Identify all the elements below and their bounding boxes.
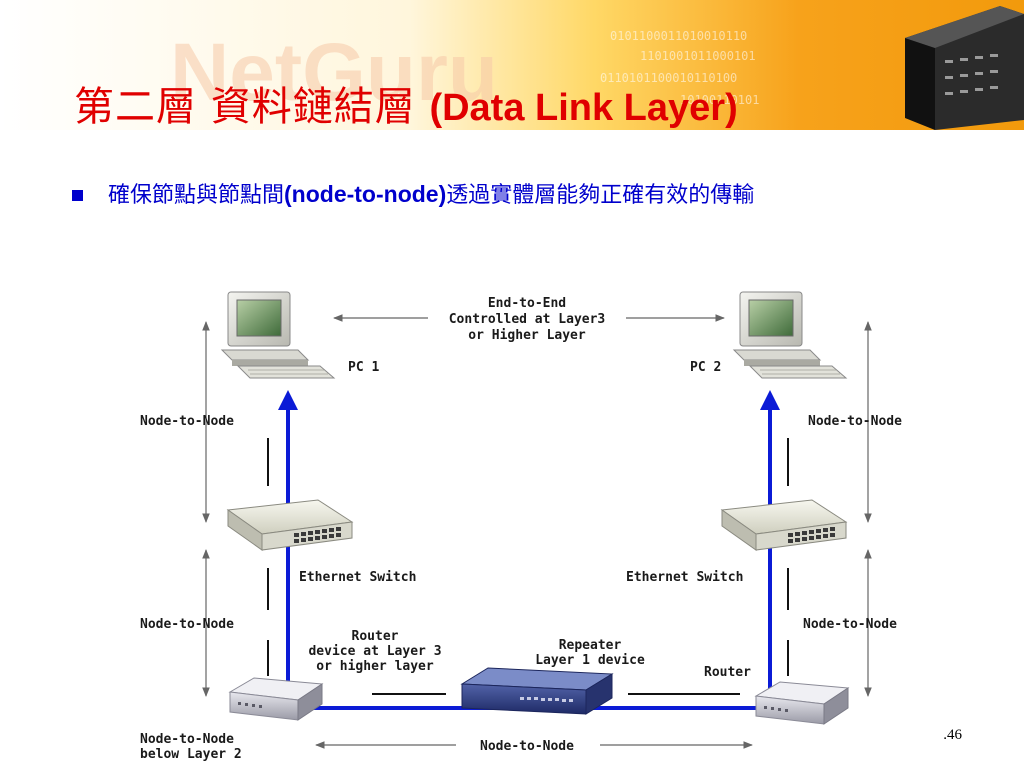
svg-text:1101001011000101: 1101001011000101 <box>640 49 756 63</box>
data-path-arrowhead-left <box>278 390 298 410</box>
right-ethernet-switch-icon <box>721 499 847 551</box>
page-number: .46 <box>943 727 962 743</box>
link-segments <box>267 438 789 695</box>
router-left-label-line3: or higher layer <box>316 659 434 674</box>
server-icon <box>905 6 1024 130</box>
network-diagram: End-to-End Controlled at Layer3 or Highe… <box>140 291 902 762</box>
ethernet-switch-right-label: Ethernet Switch <box>626 570 743 585</box>
svg-text:0101100011010010110: 0101100011010010110 <box>610 29 747 43</box>
title-english: (Data Link Layer) <box>429 87 738 129</box>
node-to-node-right-upper-label: Node-to-Node <box>808 414 902 429</box>
node-to-node-left-upper-label: Node-to-Node <box>140 414 234 429</box>
svg-text:0110101100010110100: 0110101100010110100 <box>600 71 737 85</box>
page-title: 第二層 資料鏈結層 (Data Link Layer) <box>74 74 738 132</box>
repeater-label-line2: Layer 1 device <box>535 653 645 668</box>
square-bullet-icon <box>72 190 83 201</box>
node-to-node-left-lower-label: Node-to-Node <box>140 617 234 632</box>
node-below-layer2-label-line2: below Layer 2 <box>140 747 242 762</box>
data-path-arrowhead-right <box>760 390 780 410</box>
router-left-label: Router <box>352 629 399 644</box>
bullet-text-part2: 透過實體層能夠正確有效的傳輸 <box>446 183 755 208</box>
title-chinese: 第二層 資料鏈結層 <box>74 84 416 130</box>
repeater-hub-icon <box>460 667 614 715</box>
ethernet-switch-left-label: Ethernet Switch <box>299 570 416 585</box>
left-ethernet-switch-icon <box>227 499 353 551</box>
node-to-node-right-lower-label: Node-to-Node <box>803 617 897 632</box>
node-below-layer2-label: Node-to-Node <box>140 732 234 747</box>
router-right-label: Router <box>704 665 751 680</box>
scope-arrows <box>202 314 872 749</box>
end-to-end-label-line2: Controlled at Layer3 <box>449 312 606 327</box>
pc1-label: PC 1 <box>348 360 379 375</box>
right-router-icon <box>755 681 849 725</box>
bullet-text-english: (node-to-node) <box>284 181 447 207</box>
repeater-label: Repeater <box>559 638 622 653</box>
bottom-node-to-node-label: Node-to-Node <box>480 739 574 754</box>
svg-text:10100110101: 10100110101 <box>680 93 759 107</box>
bullet-text: 確保節點與節點間(node-to-node)透過實體層能夠正確有效的傳輸 <box>108 178 953 212</box>
router-left-label-line2: device at Layer 3 <box>308 644 441 659</box>
pc1-computer-icon <box>221 291 335 379</box>
pc2-label: PC 2 <box>690 360 721 375</box>
end-to-end-label: End-to-End <box>488 296 566 311</box>
header-banner: 0101100011010010110 1101001011000101 011… <box>0 0 1024 130</box>
left-router-icon <box>229 677 323 721</box>
banner-watermark: NetGuru <box>170 27 498 118</box>
bullet-text-part1: 確保節點與節點間 <box>108 183 285 208</box>
end-to-end-label-line3: or Higher Layer <box>468 328 586 343</box>
pc2-computer-icon <box>733 291 847 379</box>
bullet-point: 確保節點與節點間(node-to-node)透過實體層能夠正確有效的傳輸 <box>72 178 972 212</box>
